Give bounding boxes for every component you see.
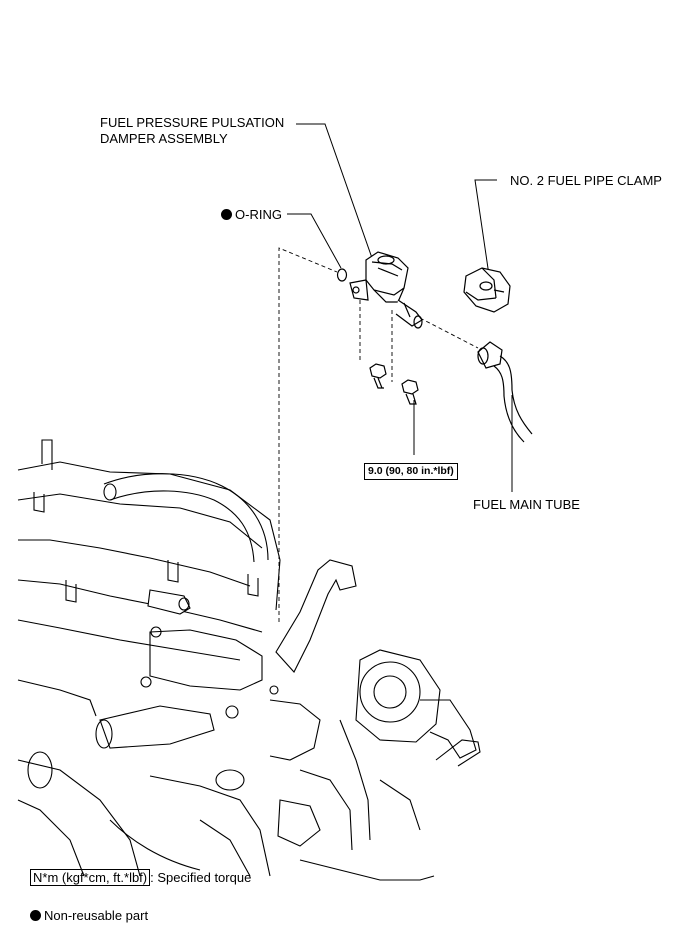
torque-spec-box: 9.0 (90, 80 in.*lbf) xyxy=(364,463,458,480)
fuel-main-tube-part xyxy=(477,341,533,443)
non-reusable-legend-dot-icon xyxy=(30,910,41,921)
fuel-pipe-clamp-part xyxy=(463,267,511,313)
legend-non-reusable-text: Non-reusable part xyxy=(44,908,149,923)
leader-lines xyxy=(287,123,513,492)
bolt-part-2 xyxy=(401,379,419,405)
non-reusable-dot-icon xyxy=(221,209,232,220)
o-ring-callout: O-RING xyxy=(221,207,282,223)
legend-torque: N*m (kgf*cm, ft.*lbf): Specified torque xyxy=(30,869,252,886)
pulsation-damper-part xyxy=(349,251,423,329)
clamp-callout: NO. 2 FUEL PIPE CLAMP xyxy=(510,173,662,188)
bolt-part-1 xyxy=(369,363,387,389)
damper-callout: FUEL PRESSURE PULSATION DAMPER ASSEMBLY xyxy=(100,115,284,147)
damper-callout-line2: DAMPER ASSEMBLY xyxy=(100,131,228,146)
legend-torque-units: N*m (kgf*cm, ft.*lbf) xyxy=(30,869,151,886)
damper-callout-line1: FUEL PRESSURE PULSATION xyxy=(100,115,285,130)
legend-torque-desc: : Specified torque xyxy=(150,870,252,885)
o-ring-part xyxy=(336,268,348,282)
main-tube-callout: FUEL MAIN TUBE xyxy=(473,497,580,512)
legend-non-reusable: Non-reusable part xyxy=(30,908,148,924)
o-ring-label: O-RING xyxy=(235,207,282,222)
alignment-lines xyxy=(278,247,479,622)
engine-assembly-illustration xyxy=(17,439,481,881)
